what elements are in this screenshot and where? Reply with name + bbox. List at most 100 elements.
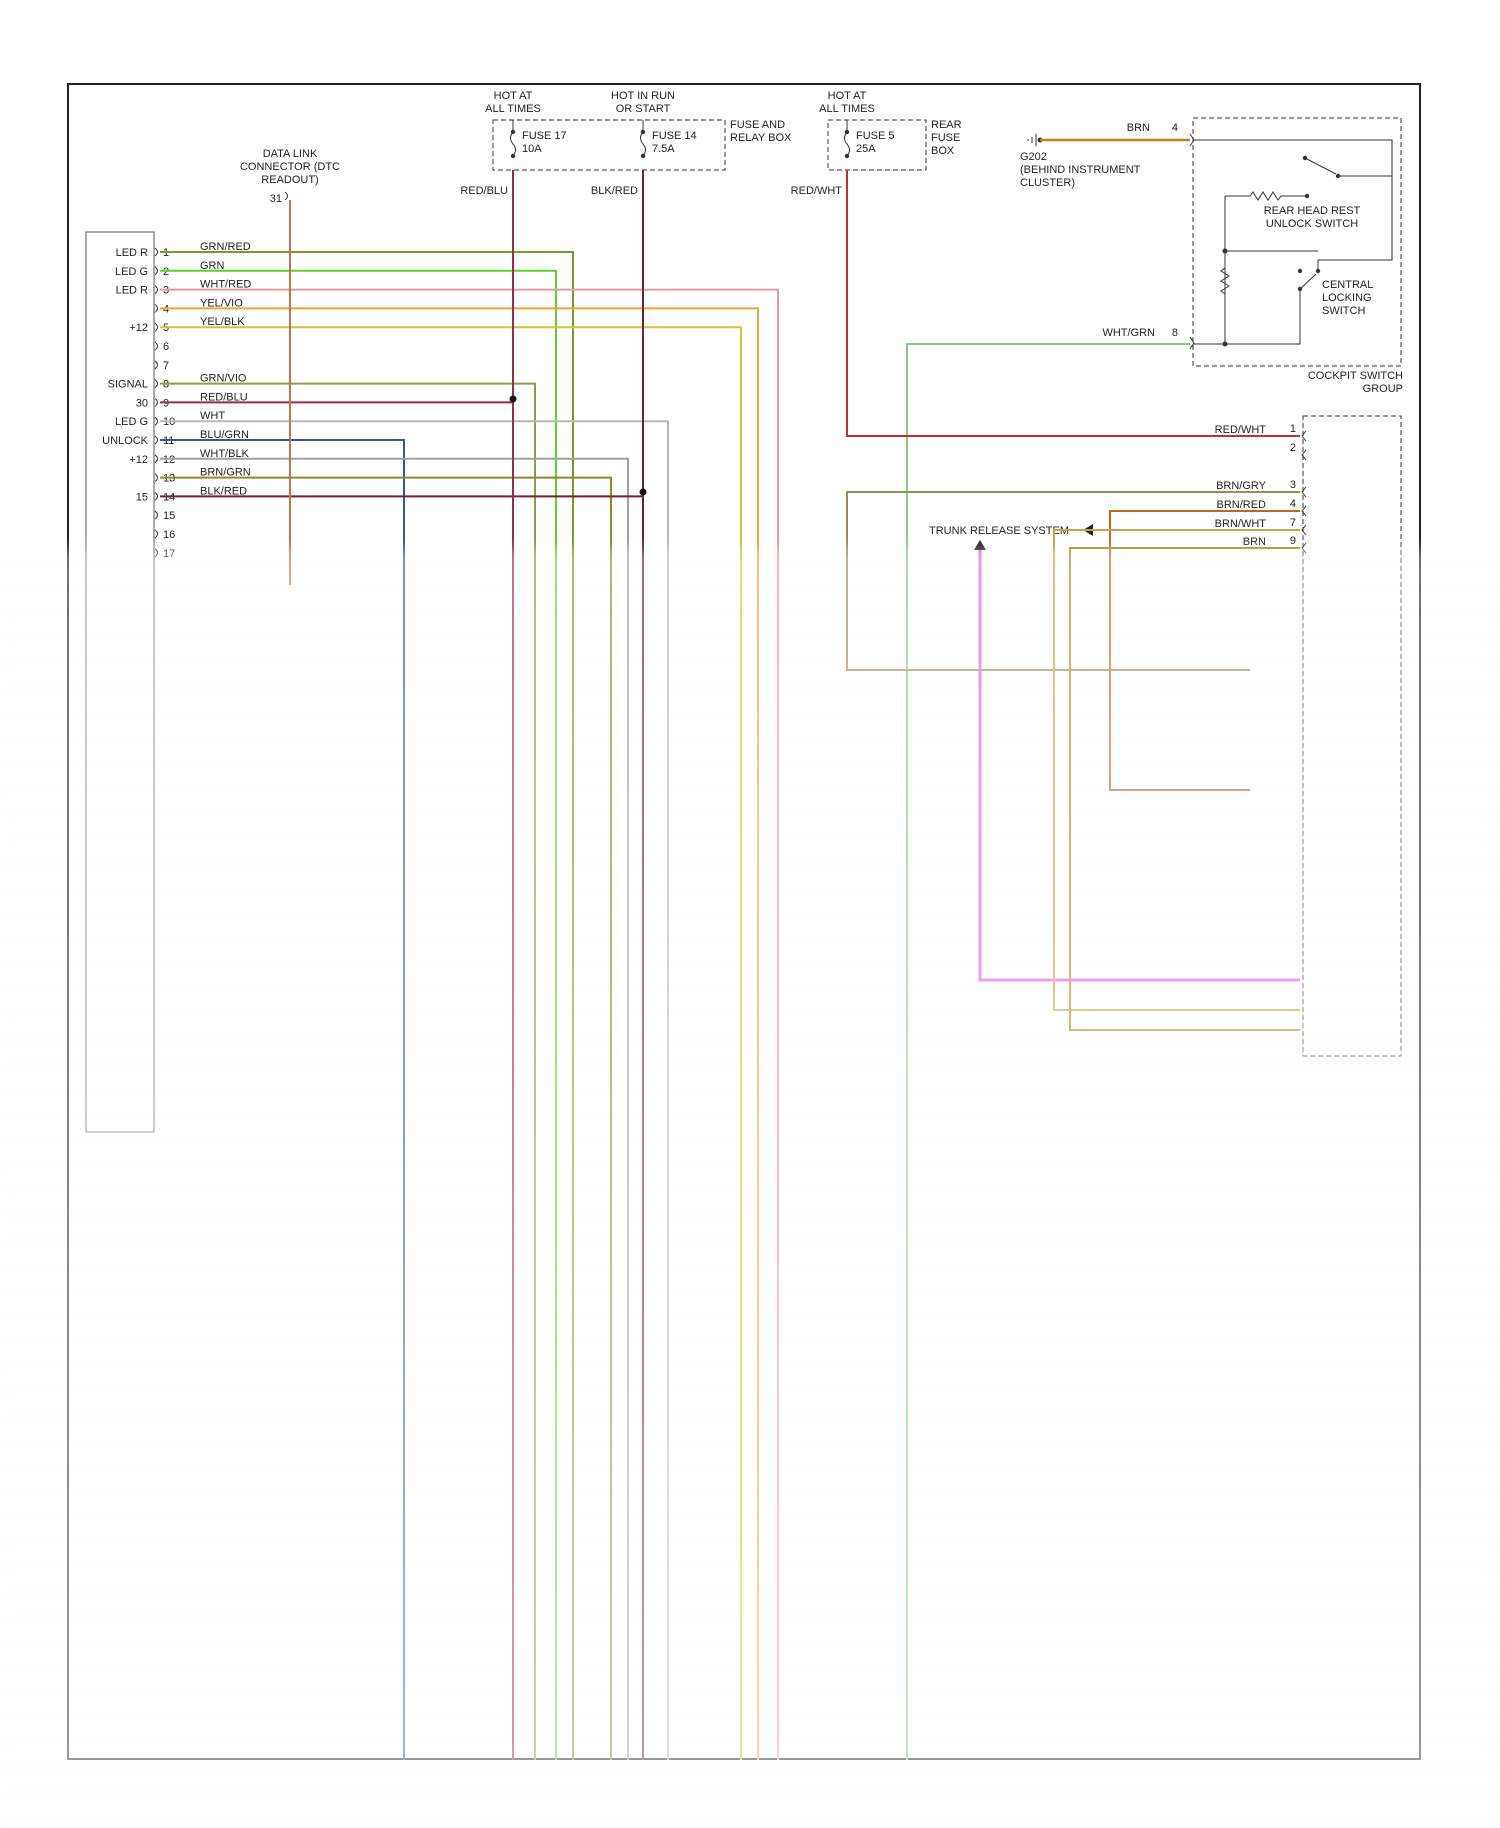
left-pin-16: 16 xyxy=(155,529,175,541)
label-brn-pin: 4 xyxy=(1172,122,1178,134)
label-data-link-connector: DATA LINKCONNECTOR (DTCREADOUT) xyxy=(240,148,340,186)
right-pin-number: 3 xyxy=(1290,479,1296,491)
pin-terminal xyxy=(155,323,158,331)
pin-terminal xyxy=(155,398,158,406)
pin-terminal xyxy=(155,530,158,538)
label-hot-at-all-times-1: HOT ATALL TIMES xyxy=(485,90,541,115)
wire-left-pin-8 xyxy=(160,384,535,1760)
left-pin-number: 17 xyxy=(163,548,175,560)
label-central-locking-switch: CENTRALLOCKINGSWITCH xyxy=(1322,279,1373,317)
right-wire-label: BRN/RED xyxy=(1216,499,1266,511)
right-wire-label: BRN/WHT xyxy=(1215,518,1267,530)
pin-terminal xyxy=(155,380,158,388)
fuse5-symbol xyxy=(845,132,850,156)
label-wire-red-wht: RED/WHT xyxy=(791,185,843,197)
left-module-wires xyxy=(160,252,778,1760)
left-pin-name: SIGNAL xyxy=(108,379,148,391)
switch-icon-2 xyxy=(1298,269,1320,291)
pin-terminal xyxy=(155,342,158,350)
label-trunk-release: TRUNK RELEASE SYSTEM xyxy=(929,525,1069,537)
right-pin-number: 1 xyxy=(1290,423,1296,435)
pin-terminal xyxy=(155,549,158,557)
right-pin-1: 1 RED/WHT xyxy=(1215,423,1306,441)
wire-left-pin-11 xyxy=(160,440,404,1760)
left-pin-number: 15 xyxy=(163,510,175,522)
left-pin-7: 7 xyxy=(155,360,169,372)
wire-left-pin-13 xyxy=(160,478,611,1760)
cockpit-switch-group-outline xyxy=(1193,118,1401,366)
fuse17-symbol xyxy=(511,132,516,156)
left-pin-name: +12 xyxy=(129,322,148,334)
pin-terminal xyxy=(155,511,158,519)
pin-terminal xyxy=(155,248,158,256)
wire-fuse5-red-wht xyxy=(847,170,1300,436)
left-pin-name: 30 xyxy=(136,397,148,409)
right-connector-pins: 1RED/WHT23BRN/GRY4BRN/RED7BRN/WHT9BRN xyxy=(1215,423,1306,553)
left-pin-number: 16 xyxy=(163,529,175,541)
right-pin-4: 4BRN/RED xyxy=(1216,498,1306,516)
wire-left-pin-3 xyxy=(160,290,778,1760)
pin-terminal xyxy=(155,455,158,463)
left-pin-name: LED G xyxy=(115,416,148,428)
pin-terminal xyxy=(1302,525,1306,535)
wire-left-pin-12 xyxy=(160,459,628,1760)
pin-terminal xyxy=(155,267,158,275)
left-pin-15: 15 xyxy=(155,510,175,522)
wire-left-pin-14 xyxy=(160,496,643,1760)
fuse14-symbol xyxy=(641,132,646,156)
wire-trunk-release xyxy=(980,544,1300,980)
left-pin-name: LED R xyxy=(116,285,148,297)
resistor-icon xyxy=(1250,192,1281,200)
left-pin-name: +12 xyxy=(129,454,148,466)
right-pin-9: 9 BRN xyxy=(1243,535,1306,553)
label-wht-grn-pin: 8 xyxy=(1172,327,1178,339)
right-wire-label: RED/WHT xyxy=(1215,424,1267,436)
pin-terminal xyxy=(155,361,158,369)
right-wire-label: BRN xyxy=(1243,536,1266,548)
switch-icon xyxy=(1303,156,1392,178)
right-wire-label: BRN/GRY xyxy=(1216,480,1267,492)
diagram-frame xyxy=(68,84,1420,1759)
wire-brn-wht xyxy=(1054,530,1300,1010)
left-pin-8: SIGNAL8GRN/VIO xyxy=(108,373,247,391)
left-pin-17: 17 xyxy=(155,548,175,560)
label-brn: BRN xyxy=(1127,122,1150,134)
rear-fuse-box-outline xyxy=(828,120,926,170)
label-fuse5: FUSE 525A xyxy=(856,130,895,155)
right-pin-number: 9 xyxy=(1290,535,1296,547)
left-pin-name: 15 xyxy=(136,491,148,503)
trunk-up-arrow-icon xyxy=(974,540,986,550)
wire-left-pin-10 xyxy=(160,421,668,1760)
left-pin-number: 6 xyxy=(163,341,169,353)
label-dlc-pin: 31 xyxy=(270,193,282,205)
wire-left-pin-5 xyxy=(160,327,741,1760)
right-pin-3: 3 BRN/GRY xyxy=(1216,479,1306,497)
pin-terminal xyxy=(155,304,158,312)
right-pin-7: 7BRN/WHT xyxy=(1215,517,1306,535)
right-connector-outline xyxy=(1303,416,1401,1056)
wire-brn-red xyxy=(1110,511,1300,790)
left-pin-name: LED R xyxy=(116,247,148,259)
left-pin-6: 6 xyxy=(155,341,169,353)
pin-terminal xyxy=(155,417,158,425)
left-pin-name: LED G xyxy=(115,266,148,278)
label-wire-blk-red: BLK/RED xyxy=(591,185,638,197)
label-wire-red-blu: RED/BLU xyxy=(460,185,508,197)
wire-wht-grn xyxy=(907,344,1190,1760)
pin-terminal xyxy=(155,436,158,444)
